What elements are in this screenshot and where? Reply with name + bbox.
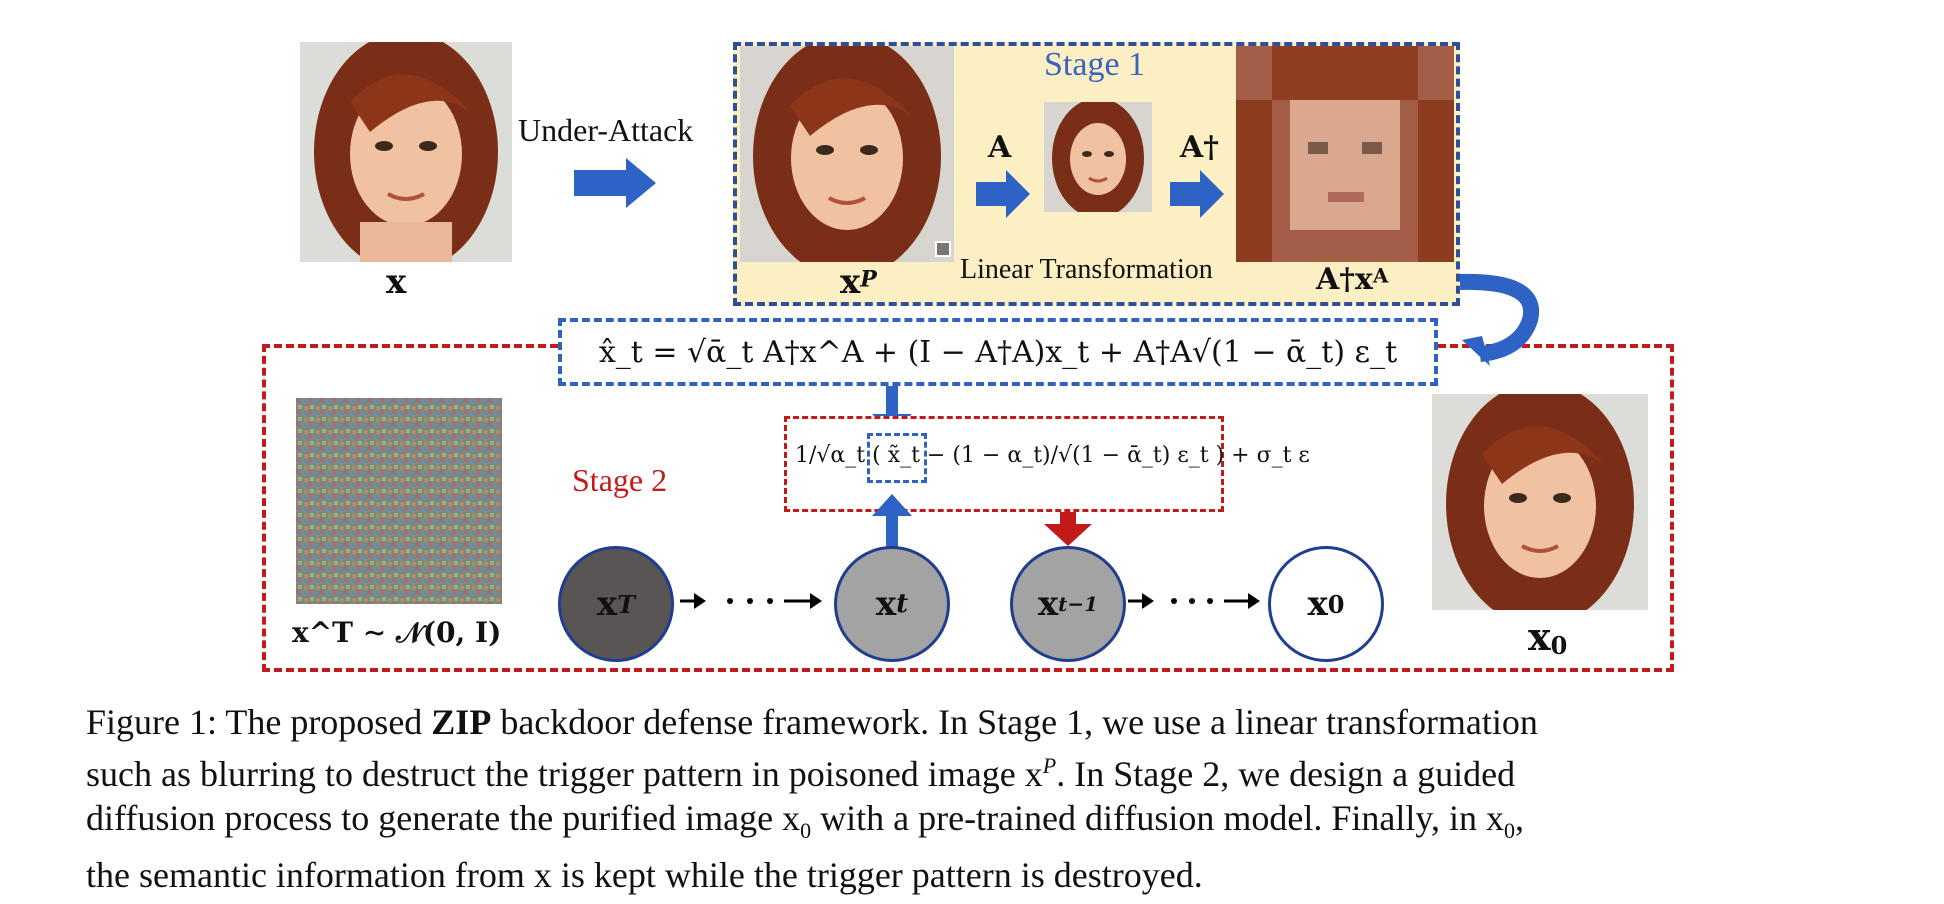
poisoned-image	[740, 46, 954, 262]
blurred-image	[1236, 46, 1454, 262]
caption-line1-pre: The proposed	[217, 702, 432, 742]
caption-line3-mid: with a pre-trained diffusion model. Fina…	[811, 798, 1505, 838]
node-x-t-base: x	[875, 584, 897, 624]
arrow-xt-to-update	[872, 494, 912, 554]
under-attack-label: Under-Attack	[518, 112, 694, 148]
downsampled-image	[1044, 102, 1152, 212]
label-x-poisoned: xP	[840, 262, 877, 302]
label-A-dagger-x-A: A†xA	[1316, 262, 1388, 297]
stage1-label: Stage 1	[1044, 46, 1146, 83]
dots-1	[680, 576, 830, 626]
label-x0-output-base: x	[1528, 614, 1551, 659]
caption-zip: ZIP	[431, 702, 492, 742]
purified-image	[1432, 394, 1648, 610]
label-A-dagger: A†	[1180, 130, 1219, 165]
caption-line3-sub2: 0	[1504, 818, 1516, 844]
noise-image	[296, 398, 502, 604]
clean-image	[300, 42, 512, 262]
caption-line2-sup: P	[1042, 753, 1057, 778]
linear-transformation-label: Linear Transformation	[960, 254, 1213, 285]
stage2-label: Stage 2	[572, 462, 668, 498]
dots-2	[1128, 576, 1268, 626]
caption-figure-label: Figure 1:	[86, 702, 217, 742]
label-A-dagger-x-A-sup: A	[1372, 263, 1389, 288]
label-A: A	[988, 130, 1012, 165]
caption-line2-post: . In Stage 2, we design a guided	[1056, 754, 1516, 794]
node-x-t-minus-1-base: x	[1037, 584, 1059, 624]
caption-line3-post: ,	[1515, 798, 1525, 838]
label-x0-output: x0	[1528, 614, 1567, 660]
label-x: x	[386, 262, 407, 302]
node-x-t-minus-1-sub: t−1	[1058, 592, 1099, 616]
label-x0-output-sub: 0	[1550, 631, 1568, 661]
caption-line1-post: backdoor defense framework. In Stage 1, …	[491, 702, 1538, 742]
caption-line-3: diffusion process to generate the purifi…	[86, 796, 1886, 853]
noise-label: x^T ∼ 𝒩(0, I)	[292, 616, 502, 649]
caption-line-1: Figure 1: The proposed ZIP backdoor defe…	[86, 700, 1886, 744]
node-x-0-sub: 0	[1327, 589, 1345, 619]
caption-line2: such as blurring to destruct the trigger…	[86, 754, 1043, 794]
update-equation: 1/√α_t ( x̃_t − (1 − α_t)/√(1 − ᾱ_t) ε_t…	[784, 416, 1310, 512]
node-x-0-base: x	[1307, 584, 1328, 624]
label-x-poisoned-base: x	[840, 262, 861, 302]
purification-equation-text: x̂_t = √ᾱ_t A†x^A + (I − A†A)x_t + A†A√(…	[598, 334, 1398, 370]
node-x-T-base: x	[596, 584, 618, 624]
arrow-update-to-xt1	[1044, 512, 1092, 546]
under-attack-arrow	[574, 158, 656, 208]
label-x-poisoned-sup: P	[860, 266, 877, 293]
update-equation-text: 1/√α_t ( x̃_t − (1 − α_t)/√(1 − ᾱ_t) ε_t…	[795, 443, 1310, 468]
purification-equation: x̂_t = √ᾱ_t A†x^A + (I − A†A)x_t + A†A√(…	[558, 318, 1438, 386]
label-A-dagger-x-A-base: A†x	[1316, 262, 1373, 297]
caption-line-2: such as blurring to destruct the trigger…	[86, 744, 1886, 796]
curved-arrow	[1460, 273, 1540, 366]
caption-line3-sub: 0	[800, 818, 812, 844]
figure-caption: Figure 1: The proposed ZIP backdoor defe…	[86, 700, 1886, 897]
node-x-T-sub: T	[617, 589, 636, 619]
caption-line-4: the semantic information from x is kept …	[86, 855, 1203, 896]
x-tilde-box	[867, 433, 927, 483]
caption-line3-pre: diffusion process to generate the purifi…	[86, 798, 801, 838]
arrow-A	[976, 170, 1030, 218]
node-x-t-sub: t	[896, 589, 909, 619]
arrow-A-dagger	[1170, 170, 1224, 218]
